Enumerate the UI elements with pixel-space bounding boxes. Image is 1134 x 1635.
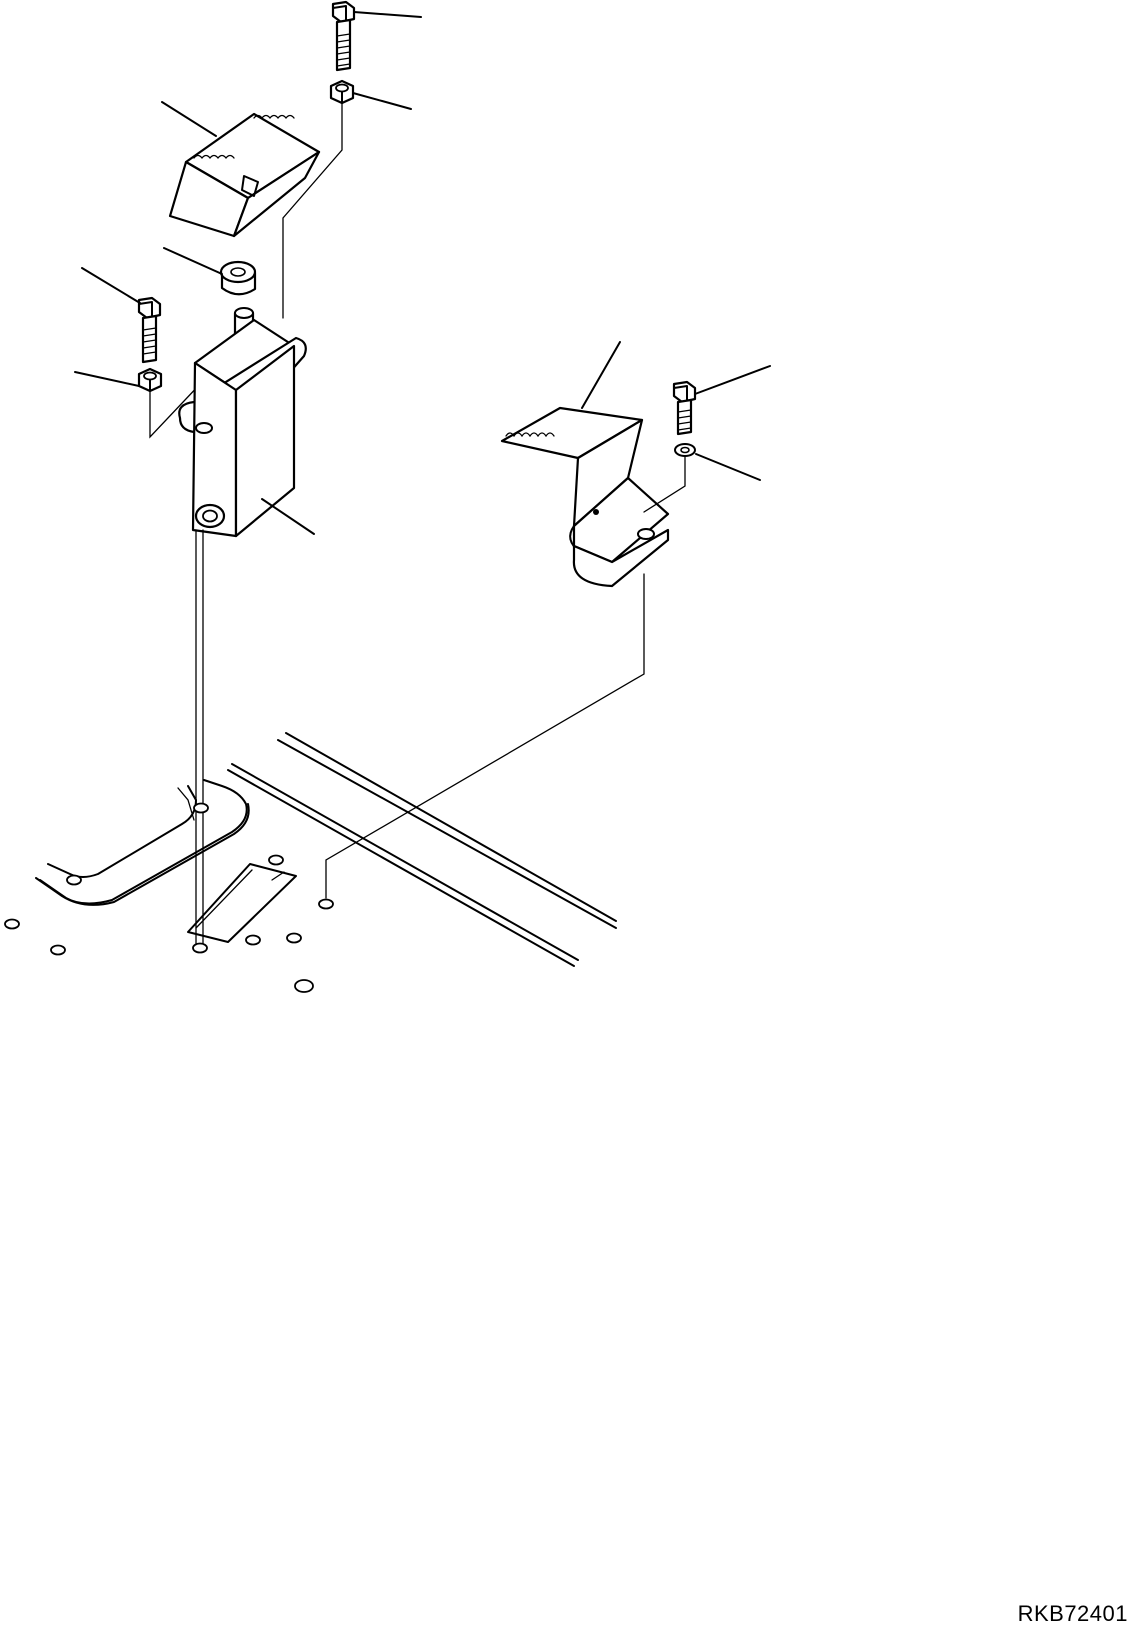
assembly-line-right — [325, 455, 686, 899]
leader-washer-right — [695, 453, 761, 481]
assembly-line-bracket — [195, 529, 204, 947]
drawing-code: RKB72401 — [1017, 1601, 1128, 1626]
floor-plate-icon — [4, 732, 617, 993]
leader-bracket — [261, 498, 315, 535]
foot-rest-icon — [500, 406, 670, 588]
hex-bolt-icon — [672, 380, 697, 436]
leader-nut-left — [74, 371, 140, 387]
hex-nut-icon — [329, 79, 355, 105]
hex-nut-icon — [137, 367, 163, 393]
leader-pedal-cover — [161, 101, 217, 137]
assembly-line-top — [282, 102, 343, 319]
stopper-icon — [219, 260, 257, 296]
leader-nut-top — [352, 92, 412, 110]
hex-bolt-icon — [331, 0, 356, 72]
leader-bolt-top — [353, 11, 422, 18]
assembly-line-left — [149, 381, 203, 439]
leader-foot-rest — [581, 341, 621, 409]
washer-icon — [674, 443, 696, 457]
bracket-icon — [178, 307, 307, 538]
leader-bolt-right — [694, 365, 771, 395]
leader-stopper — [163, 247, 223, 275]
leader-bolt-left — [81, 267, 141, 304]
pedal-cover-icon — [168, 112, 321, 238]
hex-bolt-icon — [137, 296, 162, 364]
